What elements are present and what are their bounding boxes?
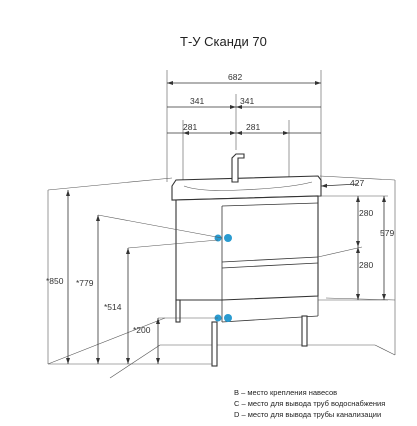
- leg-front-right: [301, 315, 308, 347]
- drawing-title: Т-У Сканди 70: [180, 34, 267, 49]
- dim-hole-right: 281: [246, 122, 260, 132]
- marker-d: [224, 314, 232, 322]
- dim-drawer-upper: 280: [359, 208, 373, 218]
- cabinet-body: [175, 195, 319, 301]
- dim-total-height: *850: [46, 276, 64, 286]
- leg-front-left: [211, 321, 218, 367]
- dim-height-779: *779: [76, 278, 94, 288]
- dim-hole-left: 281: [183, 122, 197, 132]
- basin-top: [171, 175, 322, 201]
- connection-markers: [214, 234, 232, 322]
- width-dimensions: 682 341 341 281 281: [166, 70, 322, 182]
- dim-height-514: *514: [104, 302, 122, 312]
- dim-drawer-lower: 280: [359, 260, 373, 270]
- legend-item-c: С – место для вывода труб водоснабжения: [234, 399, 385, 408]
- dim-half-right: 341: [240, 96, 254, 106]
- legend-item-b: В – место крепления навесов: [234, 388, 337, 397]
- dim-body-height: 579: [380, 228, 394, 238]
- marker-b-upper: [214, 234, 222, 242]
- legend-item-d: D – место для вывода трубы канализации: [234, 410, 381, 419]
- dim-height-200: *200: [133, 325, 151, 335]
- legend: В – место крепления навесов С – место дл…: [234, 388, 385, 419]
- dim-half-left: 341: [190, 96, 204, 106]
- leg-back-left: [175, 299, 181, 323]
- room-perspective: [47, 175, 396, 379]
- faucet: [231, 153, 245, 183]
- left-dimensions: *850 *779 *514 *200: [46, 190, 223, 365]
- dim-depth: 427: [350, 178, 364, 188]
- dim-total-width: 682: [228, 72, 242, 82]
- vanity-cabinet: [171, 153, 322, 367]
- marker-c: [224, 234, 232, 242]
- right-dimensions: 427 280 280 579: [317, 178, 394, 301]
